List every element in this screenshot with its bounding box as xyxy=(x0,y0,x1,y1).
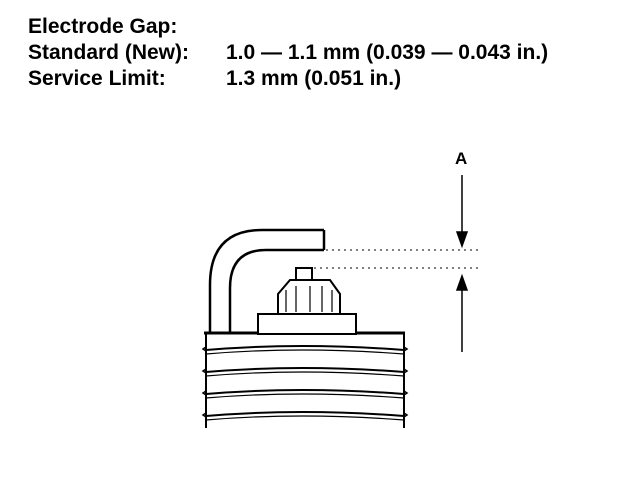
gap-dimension-arrows xyxy=(455,175,469,352)
gap-reference-lines xyxy=(314,249,480,269)
standard-label: Standard (New): xyxy=(28,41,190,64)
standard-spec-row: Standard (New): 1.0 — 1.1 mm (0.039 — 0.… xyxy=(28,40,628,66)
callout-label-a: A xyxy=(455,149,467,168)
ground-electrode xyxy=(208,228,326,333)
service-limit-value: 1.3 mm (0.051 in.) xyxy=(226,67,402,90)
insulator xyxy=(257,279,357,335)
service-limit-label: Service Limit: xyxy=(28,67,166,90)
electrode-gap-spec: Electrode Gap: Standard (New): 1.0 — 1.1… xyxy=(28,14,628,92)
center-electrode xyxy=(295,267,313,281)
service-limit-row: Service Limit: 1.3 mm (0.051 in.) xyxy=(28,66,628,92)
spec-heading-text: Electrode Gap: xyxy=(28,15,178,38)
standard-value: 1.0 — 1.1 mm (0.039 — 0.043 in.) xyxy=(226,41,549,64)
spark-plug-shell xyxy=(201,331,409,428)
spec-heading: Electrode Gap: xyxy=(28,14,628,40)
